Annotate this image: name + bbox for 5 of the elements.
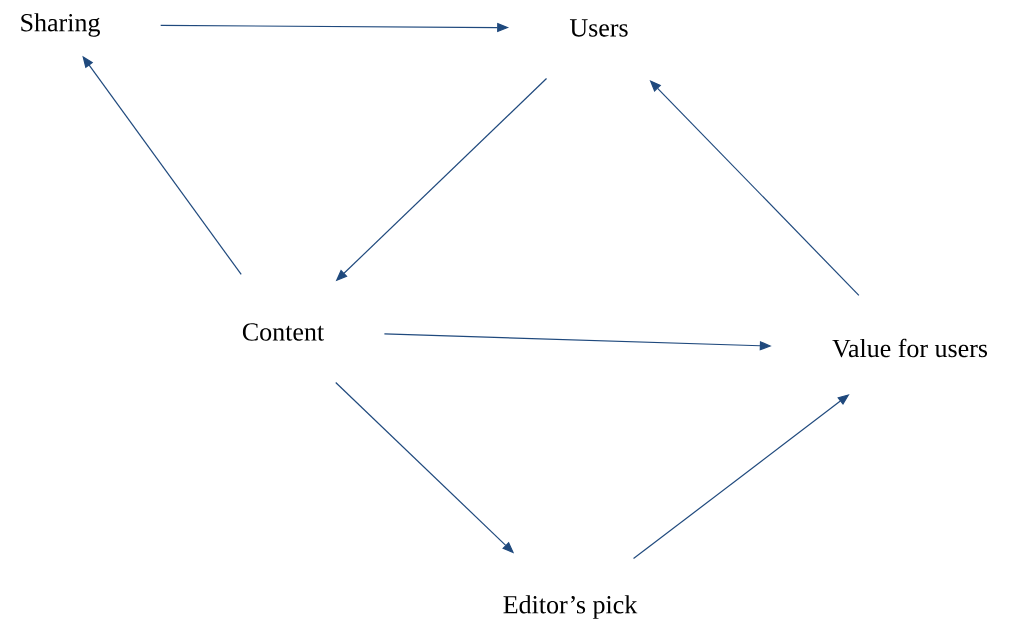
node-label: Users	[569, 19, 628, 37]
node-label: Value for users	[832, 338, 988, 358]
node-label: Sharing	[21, 13, 100, 37]
node-label: Editor’s pick	[503, 595, 638, 619]
node-label: Content	[242, 323, 324, 341]
